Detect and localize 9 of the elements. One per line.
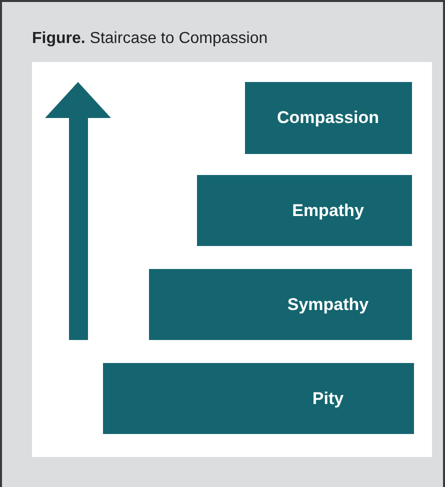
step-label: Compassion (276, 108, 380, 128)
step-label: Pity (312, 388, 344, 408)
step-box (149, 269, 412, 340)
figure-title: Figure. Staircase to Compassion (32, 30, 268, 48)
step-box (245, 82, 412, 154)
step-box (197, 175, 412, 246)
step-label: Sympathy (287, 294, 369, 314)
step-label: Empathy (292, 200, 364, 220)
step-box (103, 363, 414, 434)
